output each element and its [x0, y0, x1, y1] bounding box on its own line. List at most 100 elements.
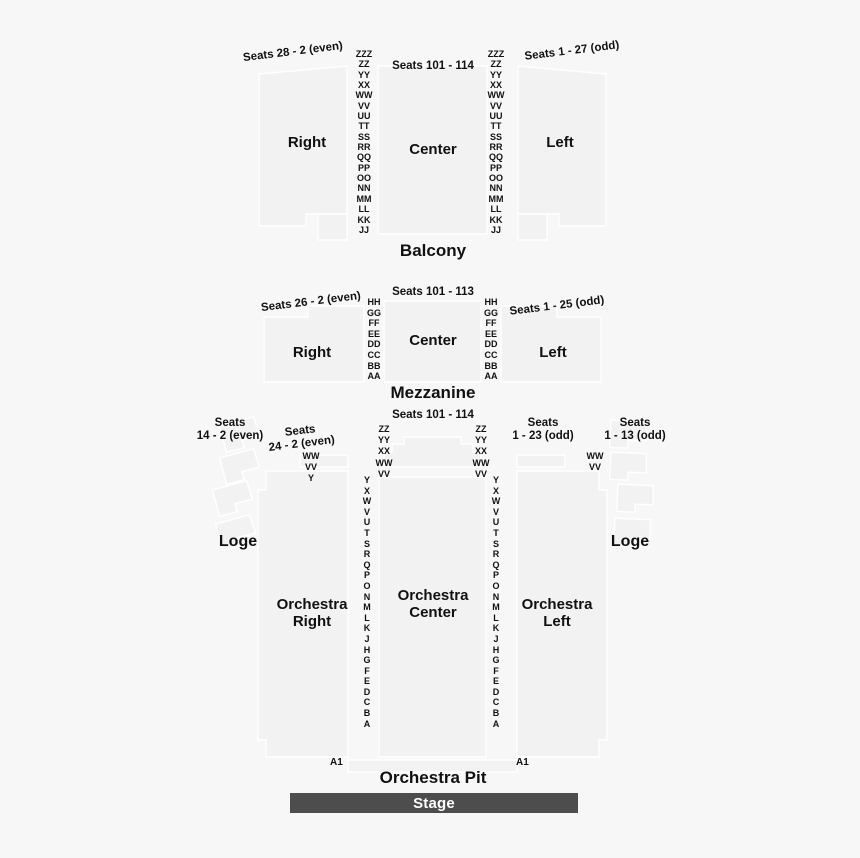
mezzanine-section-left[interactable]: Left: [539, 344, 567, 361]
row-label[interactable]: GG: [366, 307, 381, 318]
row-label[interactable]: EE: [367, 328, 380, 339]
row-label[interactable]: T: [364, 527, 370, 538]
row-label[interactable]: CC: [367, 349, 381, 360]
row-label[interactable]: E: [363, 676, 370, 687]
row-label[interactable]: N: [363, 591, 371, 602]
row-label[interactable]: X: [492, 485, 499, 496]
row-label[interactable]: YY: [357, 69, 370, 80]
row-label[interactable]: CC: [484, 349, 498, 360]
row-label[interactable]: JJ: [490, 224, 501, 235]
row-label[interactable]: E: [492, 676, 499, 687]
row-label[interactable]: N: [492, 591, 500, 602]
balcony-section-right[interactable]: Right: [287, 134, 327, 151]
row-label[interactable]: H: [492, 644, 500, 655]
row-label[interactable]: R: [492, 549, 500, 560]
row-label[interactable]: UU: [489, 111, 503, 122]
row-label[interactable]: O: [492, 580, 500, 591]
row-label[interactable]: D: [363, 686, 371, 697]
row-label[interactable]: NN: [357, 183, 371, 194]
row-label[interactable]: Y: [492, 475, 499, 485]
row-label[interactable]: FF: [485, 318, 497, 329]
row-label[interactable]: SS: [357, 131, 370, 142]
row-label[interactable]: PP: [357, 162, 370, 173]
row-label[interactable]: QQ: [356, 152, 371, 163]
row-label[interactable]: VV: [489, 100, 502, 111]
row-label[interactable]: SS: [489, 131, 502, 142]
row-label[interactable]: RR: [489, 142, 503, 153]
row-label[interactable]: G: [363, 655, 371, 666]
row-label[interactable]: ZZZ: [355, 49, 373, 59]
row-label[interactable]: T: [493, 527, 499, 538]
row-label[interactable]: Y: [363, 475, 370, 485]
row-label[interactable]: W: [491, 496, 501, 507]
row-label[interactable]: EE: [484, 328, 497, 339]
orchestra-center-section[interactable]: Orchestra Center: [388, 587, 478, 622]
row-label[interactable]: BB: [367, 360, 381, 371]
row-label[interactable]: ZZ: [378, 424, 390, 434]
row-label[interactable]: W: [362, 496, 372, 507]
row-label[interactable]: S: [492, 538, 499, 549]
row-label[interactable]: AA: [367, 371, 381, 382]
row-label[interactable]: R: [363, 549, 371, 560]
row-label[interactable]: MM: [488, 193, 504, 204]
row-label[interactable]: RR: [357, 142, 371, 153]
row-label[interactable]: TT: [358, 121, 370, 132]
row-label[interactable]: B: [492, 708, 500, 719]
balcony-section-left[interactable]: Left: [546, 134, 574, 151]
stage-bar[interactable]: Stage: [290, 793, 578, 813]
row-label[interactable]: YY: [474, 435, 487, 446]
row-label[interactable]: ZZ: [490, 59, 502, 70]
row-label[interactable]: K: [492, 623, 500, 634]
row-label[interactable]: XX: [489, 80, 502, 91]
row-label[interactable]: O: [363, 580, 371, 591]
row-label[interactable]: Y: [307, 473, 314, 484]
row-label[interactable]: V: [492, 506, 499, 517]
row-label[interactable]: YY: [489, 69, 502, 80]
row-label[interactable]: DD: [484, 339, 498, 350]
row-label[interactable]: Q: [363, 559, 371, 570]
row-label[interactable]: MM: [356, 193, 372, 204]
row-label[interactable]: VV: [357, 100, 370, 111]
row-label[interactable]: K: [363, 623, 371, 634]
row-label[interactable]: ZZZ: [487, 49, 505, 59]
row-label[interactable]: C: [363, 697, 371, 708]
row-label[interactable]: WW: [375, 457, 393, 468]
row-label[interactable]: ZZ: [475, 424, 487, 434]
row-label[interactable]: F: [493, 665, 499, 676]
row-label[interactable]: XX: [377, 446, 390, 457]
row-label[interactable]: HH: [367, 297, 381, 307]
row-label[interactable]: X: [363, 485, 370, 496]
row-label[interactable]: G: [492, 655, 500, 666]
row-label[interactable]: M: [492, 602, 500, 613]
row-label[interactable]: YY: [377, 435, 390, 446]
row-label[interactable]: P: [363, 570, 370, 581]
orchestra-right-section[interactable]: Orchestra Right: [267, 596, 357, 631]
row-label[interactable]: GG: [483, 307, 498, 318]
row-label[interactable]: U: [492, 517, 500, 528]
row-label[interactable]: D: [492, 686, 500, 697]
row-label[interactable]: U: [363, 517, 371, 528]
row-label[interactable]: ZZ: [358, 59, 370, 70]
row-label[interactable]: UU: [357, 111, 371, 122]
mezzanine-section-right[interactable]: Right: [292, 344, 332, 361]
balcony-section-center[interactable]: Center: [409, 141, 457, 158]
row-label[interactable]: VV: [377, 468, 390, 479]
row-label[interactable]: A: [363, 718, 371, 729]
row-label[interactable]: BB: [484, 360, 498, 371]
row-label[interactable]: TT: [490, 121, 502, 132]
row-label[interactable]: NN: [489, 183, 503, 194]
loge-left-section[interactable]: Loge: [610, 533, 650, 550]
row-label[interactable]: LL: [490, 204, 502, 215]
row-label[interactable]: VV: [304, 462, 317, 473]
row-label[interactable]: XX: [357, 80, 370, 91]
row-label[interactable]: LL: [358, 204, 370, 215]
row-label[interactable]: QQ: [488, 152, 503, 163]
row-label[interactable]: DD: [367, 339, 381, 350]
row-label[interactable]: WW: [355, 90, 373, 101]
row-label[interactable]: H: [363, 644, 371, 655]
row-label[interactable]: WW: [472, 457, 490, 468]
row-label[interactable]: C: [492, 697, 500, 708]
row-label[interactable]: OO: [488, 173, 503, 184]
row-label[interactable]: Q: [492, 559, 500, 570]
loge-right-section[interactable]: Loge: [218, 533, 258, 550]
